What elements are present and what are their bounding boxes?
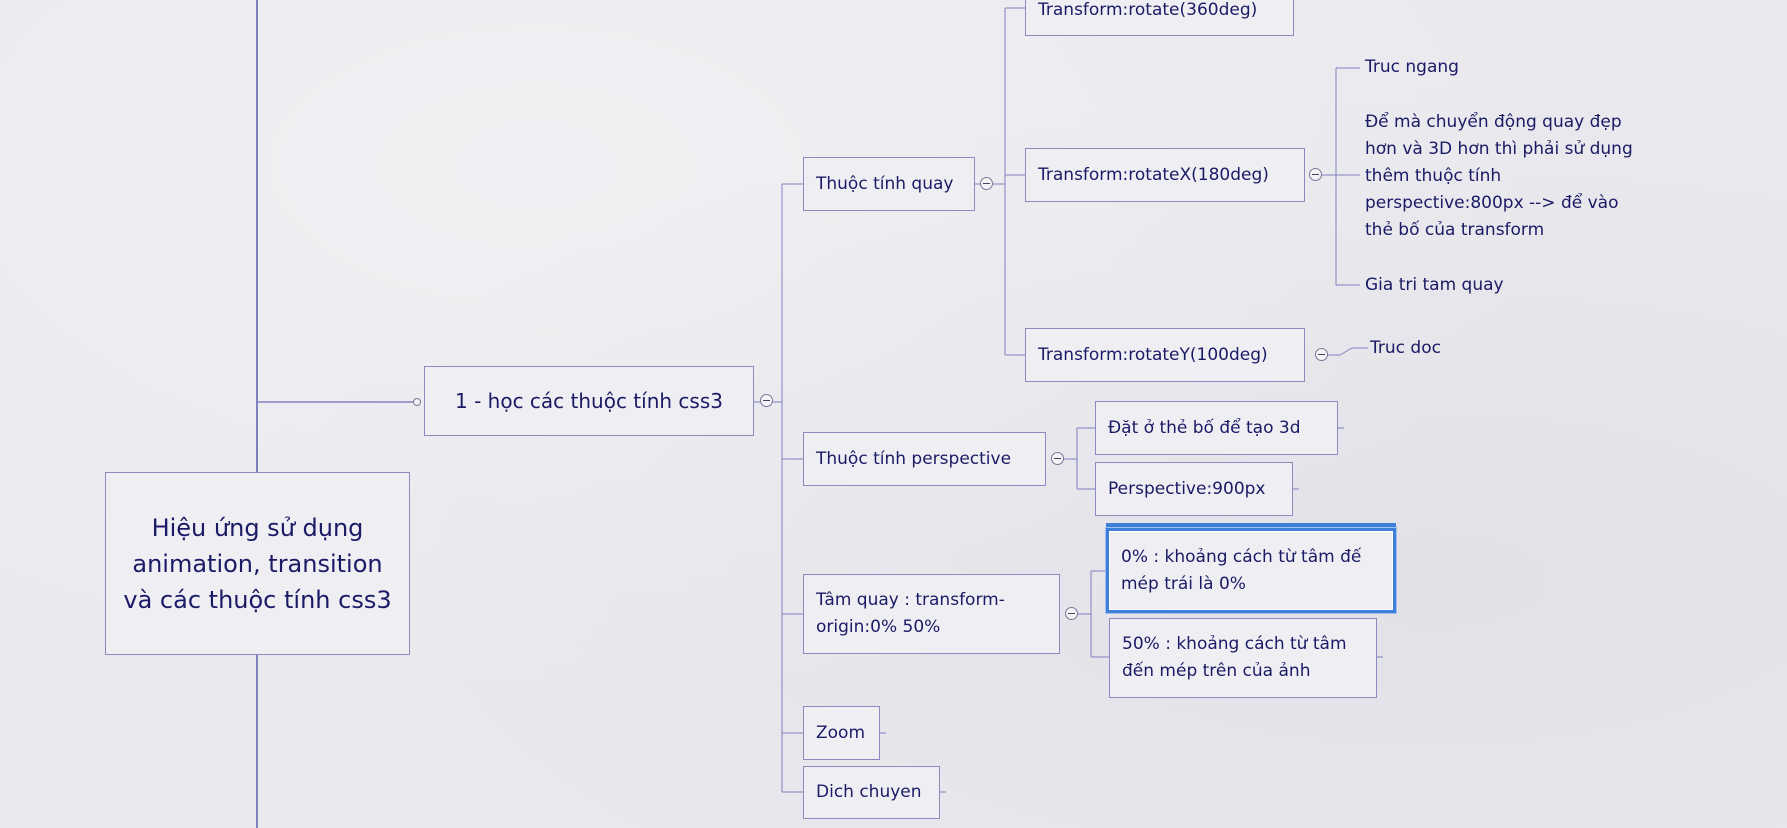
note-vertical-axis[interactable]: Truc doc [1370, 335, 1441, 362]
topic-perspective-parent[interactable]: Đặt ở thẻ bố để tạo 3d [1095, 401, 1338, 455]
topic-translate-text: Dich chuyen [816, 782, 922, 802]
topic-perspective[interactable]: Thuộc tính perspective [803, 432, 1046, 486]
selection-handle-bar[interactable] [1106, 523, 1396, 528]
topic-perspective-value[interactable]: Perspective:900px [1095, 462, 1293, 516]
topic-css3-properties[interactable]: 1 - học các thuộc tính css3 [424, 366, 754, 436]
topic-perspective-parent-text: Đặt ở thẻ bố để tạo 3d [1108, 417, 1301, 438]
topic-transform-origin-text: Tâm quay : transform-origin:0% 50% [816, 590, 1005, 637]
topic-rotate-y-text: Transform:rotateY(100deg) [1038, 344, 1268, 365]
note-horizontal-axis[interactable]: Truc ngang [1365, 54, 1459, 81]
collapse-toggle-icon[interactable] [1309, 168, 1322, 181]
topic-css3-properties-text: 1 - học các thuộc tính css3 [455, 388, 723, 413]
topic-rotate-x-text: Transform:rotateX(180deg) [1038, 164, 1269, 185]
collapse-toggle-icon[interactable] [1065, 607, 1078, 620]
root-topic[interactable]: Hiệu ứng sử dụng animation, transition v… [105, 472, 410, 655]
topic-zoom-text: Zoom [816, 722, 866, 743]
note-horizontal-axis-text: Truc ngang [1365, 57, 1459, 77]
topic-transform-origin[interactable]: Tâm quay : transform-origin:0% 50% [803, 574, 1060, 654]
topic-perspective-value-text: Perspective:900px [1108, 478, 1266, 499]
topic-rotate-y[interactable]: Transform:rotateY(100deg) [1025, 328, 1305, 382]
note-perspective-tip-text: Để mà chuyển động quay đẹp hơn và 3D hơn… [1365, 112, 1633, 240]
note-perspective-tip[interactable]: Để mà chuyển động quay đẹp hơn và 3D hơn… [1365, 109, 1645, 244]
topic-origin-x-selected[interactable]: 0% : khoảng cách từ tâm đế mép trái là 0… [1106, 528, 1396, 613]
topic-rotate-text: Thuộc tính quay [816, 173, 954, 194]
topic-origin-y[interactable]: 50% : khoảng cách từ tâm đến mép trên củ… [1109, 618, 1377, 698]
topic-zoom[interactable]: Zoom [803, 706, 880, 760]
note-rotation-origin-text: Gia tri tam quay [1365, 275, 1504, 295]
topic-rotate-360[interactable]: Transform:rotate(360deg) [1025, 0, 1294, 36]
topic-rotate-x[interactable]: Transform:rotateX(180deg) [1025, 148, 1305, 202]
topic-origin-y-text: 50% : khoảng cách từ tâm đến mép trên củ… [1122, 634, 1347, 681]
collapse-toggle-icon[interactable] [980, 177, 993, 190]
topic-translate[interactable]: Dich chuyen [803, 766, 940, 819]
collapse-toggle-icon[interactable] [1315, 348, 1328, 361]
collapse-toggle-icon[interactable] [760, 394, 773, 407]
root-topic-text: Hiệu ứng sử dụng animation, transition v… [123, 513, 392, 614]
topic-perspective-text: Thuộc tính perspective [816, 448, 1012, 469]
note-rotation-origin[interactable]: Gia tri tam quay [1365, 272, 1504, 299]
collapse-toggle-icon[interactable] [1051, 452, 1064, 465]
note-vertical-axis-text: Truc doc [1370, 338, 1441, 358]
collapse-dot[interactable] [413, 398, 421, 406]
topic-rotate-360-text: Transform:rotate(360deg) [1038, 0, 1258, 20]
topic-origin-x-text: 0% : khoảng cách từ tâm đế mép trái là 0… [1121, 546, 1362, 594]
topic-rotate[interactable]: Thuộc tính quay [803, 157, 975, 211]
